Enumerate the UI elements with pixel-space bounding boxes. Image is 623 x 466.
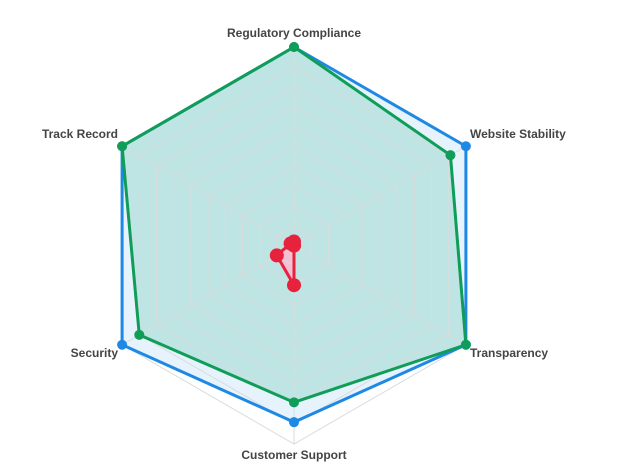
data-point[interactable] — [289, 42, 299, 52]
axis-label-security: Security — [71, 346, 119, 360]
data-point[interactable] — [289, 397, 299, 408]
radar-series — [117, 42, 471, 428]
axis-label-website-stability: Website Stability — [470, 127, 566, 141]
grid-spoke — [293, 245, 467, 346]
data-point[interactable] — [134, 329, 145, 340]
data-point[interactable] — [445, 150, 456, 161]
axis-label-transparency: Transparency — [470, 346, 548, 360]
data-point[interactable] — [269, 248, 284, 263]
data-point[interactable] — [117, 339, 128, 350]
axis-label-track-record: Track Record — [42, 127, 118, 141]
data-point[interactable] — [289, 417, 299, 428]
axis-label-regulatory-compliance: Regulatory Compliance — [227, 26, 361, 40]
axis-label-customer-support: Customer Support — [241, 448, 346, 462]
data-point[interactable] — [460, 141, 471, 152]
grid-spoke — [121, 145, 295, 246]
grid-spoke — [121, 245, 295, 346]
data-point[interactable] — [460, 339, 471, 350]
grid-spoke — [293, 145, 467, 246]
data-point[interactable] — [287, 278, 301, 293]
data-point[interactable] — [117, 141, 128, 152]
data-point[interactable] — [283, 236, 298, 251]
